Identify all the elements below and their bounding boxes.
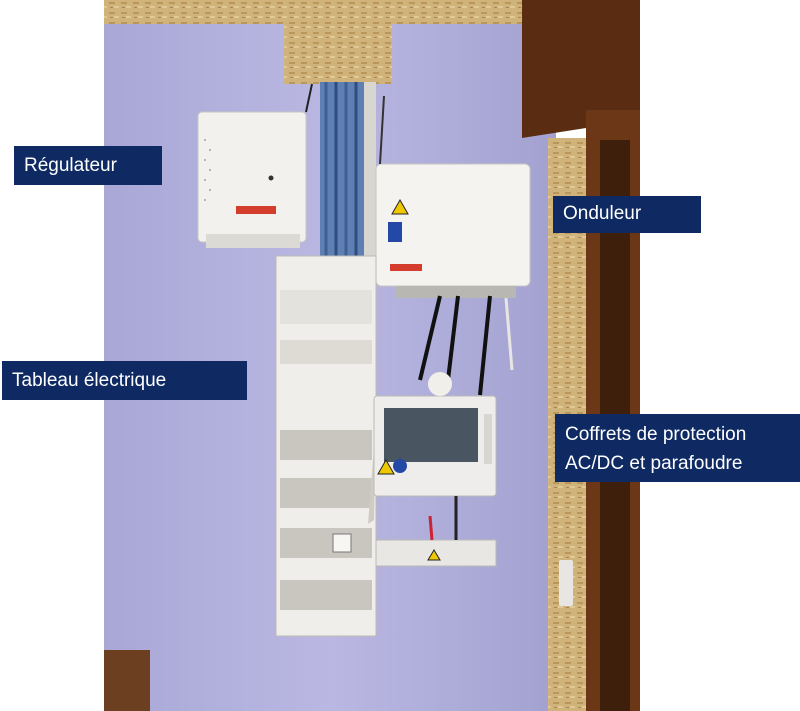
label-regulateur-text: Régulateur [24, 155, 117, 176]
label-tableau-electrique: Tableau électrique [2, 361, 247, 400]
protection-box [373, 372, 497, 497]
label-onduleur: Onduleur [553, 196, 701, 233]
label-onduleur-text: Onduleur [563, 203, 642, 224]
label-coffrets-line1: Coffrets de protection [565, 424, 747, 445]
breaker-rows [280, 430, 372, 610]
label-coffrets-protection: Coffrets de protection AC/DC et parafoud… [555, 414, 800, 482]
label-regulateur: Régulateur [14, 146, 162, 185]
cable-duct [375, 496, 497, 567]
door-frame-top [522, 0, 640, 138]
chair [104, 650, 150, 711]
inverter-device [375, 95, 531, 396]
label-tableau-text: Tableau électrique [12, 370, 167, 391]
electrical-panel [275, 255, 377, 637]
osb-duct-box [284, 0, 392, 84]
light-switch [559, 560, 573, 606]
regulator-device [197, 83, 313, 248]
label-coffrets-line2: AC/DC et parafoudre [565, 453, 743, 474]
cable-bundle [320, 82, 376, 257]
